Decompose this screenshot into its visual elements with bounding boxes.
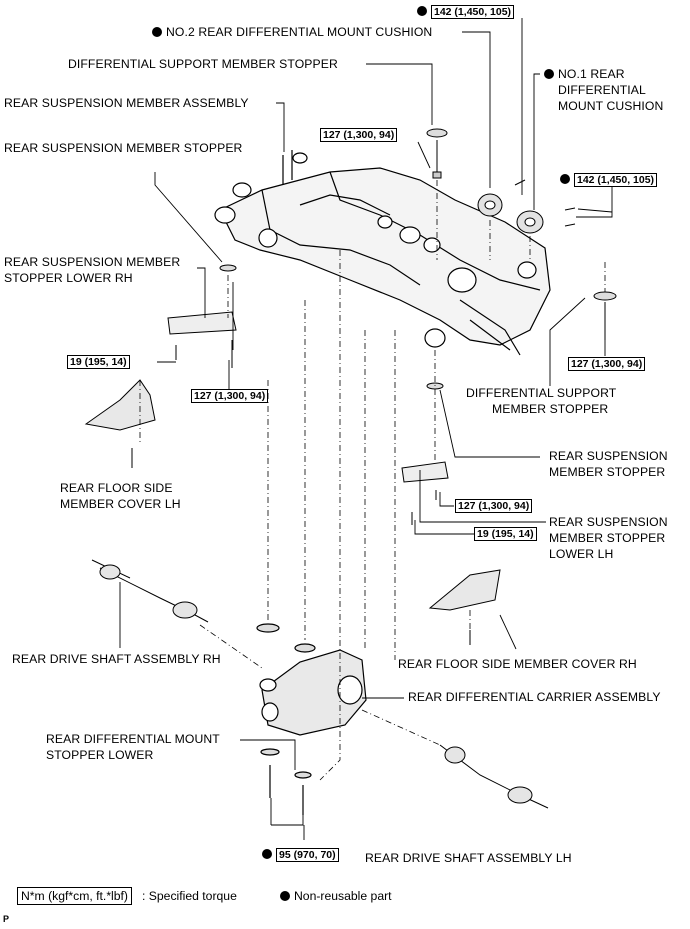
torque-19-left: 19 (195, 14): [67, 355, 130, 369]
label-differential-support-member-stopper-top: DIFFERENTIAL SUPPORT MEMBER STOPPER: [68, 57, 338, 71]
nonreusable-dot-icon: [544, 69, 554, 79]
label-stopper-lower-rh-line2: STOPPER LOWER RH: [4, 271, 133, 285]
label-rear-susp-stopper-right-line1: REAR SUSPENSION: [549, 449, 668, 463]
label-rear-suspension-member-stopper-left: REAR SUSPENSION MEMBER STOPPER: [4, 141, 243, 155]
torque-142-top: 142 (1,450, 105): [417, 2, 515, 20]
figure-id: P: [3, 914, 10, 924]
label-diff-support-stopper-right-line2: MEMBER STOPPER: [492, 402, 609, 416]
torque-value: 95 (970, 70): [276, 848, 339, 862]
torque-value: 142 (1,450, 105): [431, 5, 515, 19]
label-no1-line3: MOUNT CUSHION: [558, 99, 664, 113]
label-stopper-lower-lh-line2: MEMBER STOPPER: [549, 531, 666, 545]
label-stopper-lower-lh-line3: LOWER LH: [549, 547, 614, 561]
torque-127-mid: 127 (1,300, 94): [455, 499, 533, 513]
label-stopper-lower-rh-line1: REAR SUSPENSION MEMBER: [4, 255, 181, 269]
torque-19-mid: 19 (195, 14): [474, 527, 537, 541]
torque-95-bottom: 95 (970, 70): [262, 845, 339, 863]
rear-suspension-member-drawing: [214, 150, 551, 356]
label-no2-rear-differential-mount-cushion: NO.2 REAR DIFFERENTIAL MOUNT CUSHION: [152, 24, 432, 40]
nonreusable-dot-icon: [262, 849, 272, 859]
legend-torque-box: N*m (kgf*cm, ft.*lbf): [17, 887, 132, 905]
nonreusable-dot-icon: [152, 27, 162, 37]
torque-127-top: 127 (1,300, 94): [320, 128, 398, 142]
nonreusable-dot-icon: [280, 891, 290, 901]
torque-127-right: 127 (1,300, 94): [568, 357, 646, 371]
label-mount-stopper-lower-line2: STOPPER LOWER: [46, 748, 154, 762]
differential-carrier-drawing: [256, 623, 367, 815]
torque-127-left: 127 (1,300, 94): [191, 389, 269, 403]
drive-shaft-lh-drawing: [439, 744, 549, 809]
label-drive-shaft-lh: REAR DRIVE SHAFT ASSEMBLY LH: [365, 851, 572, 865]
nonreusable-dot-icon: [560, 174, 570, 184]
right-stopper-parts: [401, 382, 501, 645]
label-differential-carrier: REAR DIFFERENTIAL CARRIER ASSEMBLY: [408, 690, 661, 704]
torque-value: 142 (1,450, 105): [574, 173, 658, 187]
label-floor-cover-lh-line2: MEMBER COVER LH: [60, 497, 181, 511]
label-stopper-lower-lh-line1: REAR SUSPENSION: [549, 515, 668, 529]
drive-shaft-rh-drawing: [91, 559, 209, 623]
label-rear-susp-stopper-right-line2: MEMBER STOPPER: [549, 465, 666, 479]
label-floor-cover-rh: REAR FLOOR SIDE MEMBER COVER RH: [398, 657, 637, 671]
upper-mount-parts: [426, 128, 617, 340]
label-text: NO.2 REAR DIFFERENTIAL MOUNT CUSHION: [166, 25, 433, 39]
alignment-lines: [139, 180, 606, 781]
label-no1-line2: DIFFERENTIAL: [558, 83, 646, 97]
label-diff-support-stopper-right-line1: DIFFERENTIAL SUPPORT: [466, 386, 617, 400]
left-stopper-parts: [84, 264, 237, 468]
label-text: NO.1 REAR: [558, 67, 625, 81]
label-rear-suspension-member-assembly: REAR SUSPENSION MEMBER ASSEMBLY: [4, 96, 249, 110]
torque-142-right: 142 (1,450, 105): [560, 170, 658, 188]
label-drive-shaft-rh: REAR DRIVE SHAFT ASSEMBLY RH: [12, 652, 221, 666]
legend-nonreusable-text: Non-reusable part: [294, 889, 392, 903]
nonreusable-dot-icon: [417, 6, 427, 16]
legend-torque-description: : Specified torque: [142, 889, 237, 903]
label-floor-cover-lh-line1: REAR FLOOR SIDE: [60, 481, 173, 495]
label-no1-rear-differential-mount-cushion: NO.1 REAR: [544, 66, 625, 82]
legend-nonreusable: Non-reusable part: [280, 888, 392, 904]
label-mount-stopper-lower-line1: REAR DIFFERENTIAL MOUNT: [46, 732, 220, 746]
